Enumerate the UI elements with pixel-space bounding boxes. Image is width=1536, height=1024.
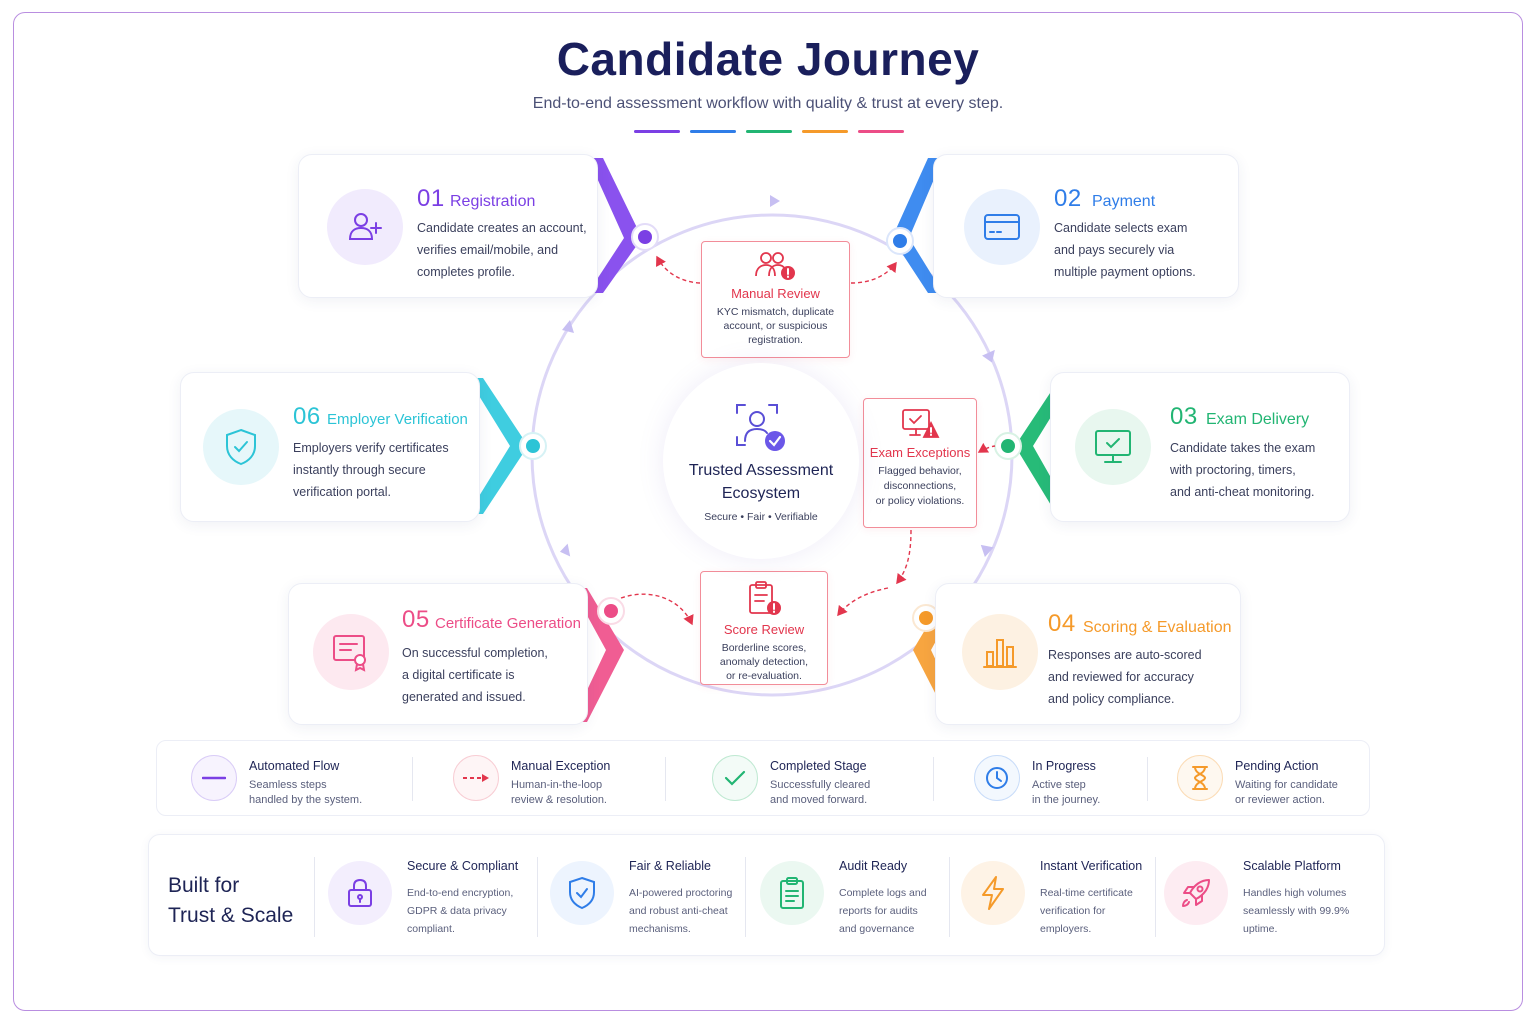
exception-arrow-certificate (620, 593, 694, 626)
legend-divider (412, 757, 413, 801)
ring-arrow-lower-left (559, 543, 571, 557)
accent-bars (634, 130, 904, 133)
monitor-check-icon (1075, 409, 1151, 485)
legend-divider (1147, 757, 1148, 801)
clipboard-alert-icon (701, 580, 827, 618)
dash-icon (191, 755, 237, 801)
users-alert-icon (702, 250, 849, 282)
accent-bar (858, 130, 904, 133)
chevron-payment (892, 158, 943, 293)
node-employer (519, 432, 547, 460)
ring-arrow-top (770, 195, 780, 207)
exception-score-review[interactable]: Score Review Borderline scores,anomaly d… (700, 571, 828, 685)
ring-arrow-upper-right (982, 349, 995, 363)
trust-divider (537, 857, 538, 937)
trust-divider (314, 857, 315, 937)
exception-arrow-manual-right (850, 261, 897, 284)
dashed-arrow-icon (453, 755, 499, 801)
node-exam (994, 432, 1022, 460)
rocket-icon (1164, 861, 1228, 925)
ring-arrow-upper-left (562, 320, 574, 333)
page-title: Candidate Journey (556, 33, 980, 85)
exception-title: Exam Exceptions (869, 445, 971, 460)
trust-divider (745, 857, 746, 937)
stage-card-registration[interactable]: 01 Registration Candidate creates an acc… (298, 154, 598, 298)
stage-title: Registration (450, 193, 536, 210)
stage-title: Scoring & Evaluation (1083, 619, 1232, 636)
check-icon (712, 755, 758, 801)
node-payment (886, 227, 914, 255)
chevron-registration (588, 158, 642, 293)
stage-number: 06 (293, 403, 321, 430)
accent-bar (634, 130, 680, 133)
exception-arrow-scoring (837, 587, 889, 617)
clock-icon (974, 755, 1020, 801)
accent-bar (690, 130, 736, 133)
page-subtitle: End-to-end assessment workflow with qual… (532, 95, 1004, 112)
lightning-icon (961, 861, 1025, 925)
exception-arrow-exam-in (977, 442, 996, 453)
certificate-icon (313, 614, 389, 690)
exception-arrow-manual-left (656, 255, 701, 284)
clipboard-icon (760, 861, 824, 925)
stage-title: Exam Delivery (1206, 411, 1310, 428)
stage-number: 05 (402, 606, 430, 633)
stage-description: On successful completion,a digital certi… (402, 646, 548, 704)
shield-check-icon (203, 409, 279, 485)
trust-divider (949, 857, 950, 937)
stage-card-employer-verification[interactable]: 06 Employer Verification Employers verif… (180, 372, 480, 522)
stage-number: 01 (417, 185, 445, 212)
chevron-employer (468, 378, 528, 514)
ring-arrow-lower-right (980, 544, 994, 557)
stage-number: 04 (1048, 610, 1076, 637)
hourglass-icon (1177, 755, 1223, 801)
node-registration (631, 223, 659, 251)
shield-check-icon (550, 861, 614, 925)
bar-chart-icon (962, 614, 1038, 690)
accent-bar (802, 130, 848, 133)
lock-icon (328, 861, 392, 925)
trust-divider (1155, 857, 1156, 937)
monitor-alert-icon (864, 407, 976, 441)
exception-description: Flagged behavior,disconnections,or polic… (875, 465, 965, 507)
stage-card-certificate[interactable]: 05 Certificate Generation On successful … (288, 583, 588, 725)
exception-exam-exceptions[interactable]: Exam Exceptions Flagged behavior,disconn… (863, 398, 977, 528)
center-subtitle: Secure • Fair • Verifiable (704, 511, 818, 523)
stage-card-exam-delivery[interactable]: 03 Exam Delivery Candidate takes the exa… (1050, 372, 1350, 522)
user-plus-icon (327, 189, 403, 265)
stage-description: Candidate creates an account,verifies em… (417, 221, 587, 279)
exception-description: Borderline scores,anomaly detection,or r… (719, 642, 809, 682)
stage-title: Certificate Generation (435, 615, 581, 632)
exception-title: Score Review (723, 622, 805, 637)
credit-card-icon (964, 189, 1040, 265)
stage-card-scoring[interactable]: 04 Scoring & Evaluation Responses are au… (935, 583, 1241, 725)
exception-arrow-exam-down (896, 529, 912, 585)
chevron-exam (1015, 378, 1075, 520)
node-certificate (597, 597, 625, 625)
legend-divider (665, 757, 666, 801)
stage-number: 02 (1054, 185, 1082, 212)
stage-title: Payment (1092, 193, 1156, 210)
stage-number: 03 (1170, 403, 1198, 430)
exception-title: Manual Review (731, 286, 820, 301)
user-verified-icon (663, 401, 859, 453)
legend-divider (933, 757, 934, 801)
accent-bar (746, 130, 792, 133)
stage-title: Employer Verification (327, 411, 468, 428)
